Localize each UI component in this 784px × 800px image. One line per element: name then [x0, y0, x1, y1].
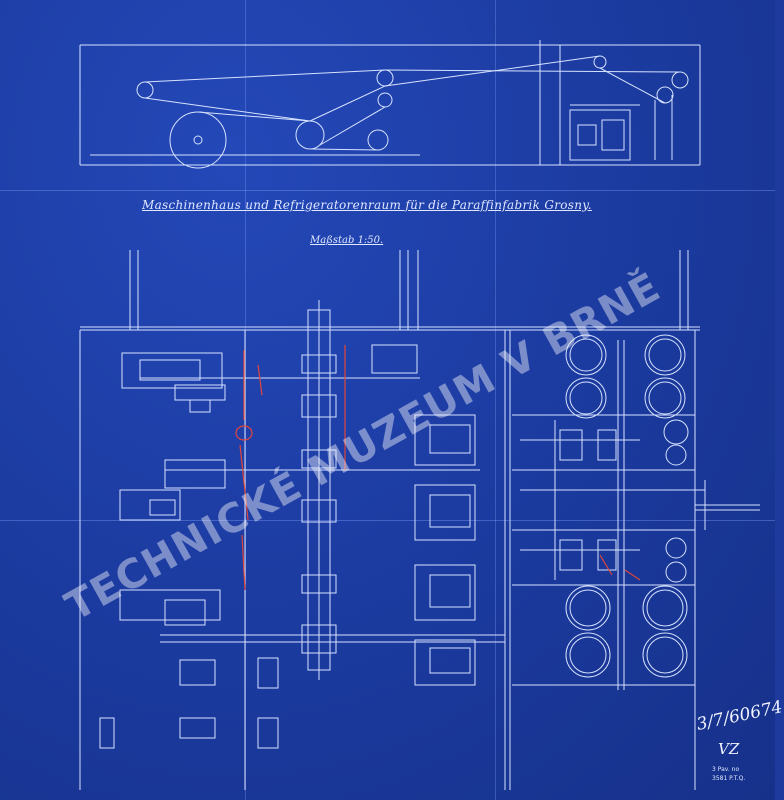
fold-line [0, 520, 775, 521]
archive-note: 3 Pav. no [712, 766, 740, 773]
plan-view [79, 250, 760, 790]
archive-note: 3581 P.T.Q. [712, 775, 746, 782]
elevation-view [79, 40, 701, 169]
red-marks [235, 345, 641, 591]
drawing-title: Maschinenhaus und Refrigeratorenraum für… [142, 198, 592, 212]
fold-line [0, 190, 775, 191]
archive-initials: VZ [718, 740, 740, 758]
fold-line [495, 0, 496, 800]
drawing-scale: Maßstab 1:50. [310, 235, 384, 246]
